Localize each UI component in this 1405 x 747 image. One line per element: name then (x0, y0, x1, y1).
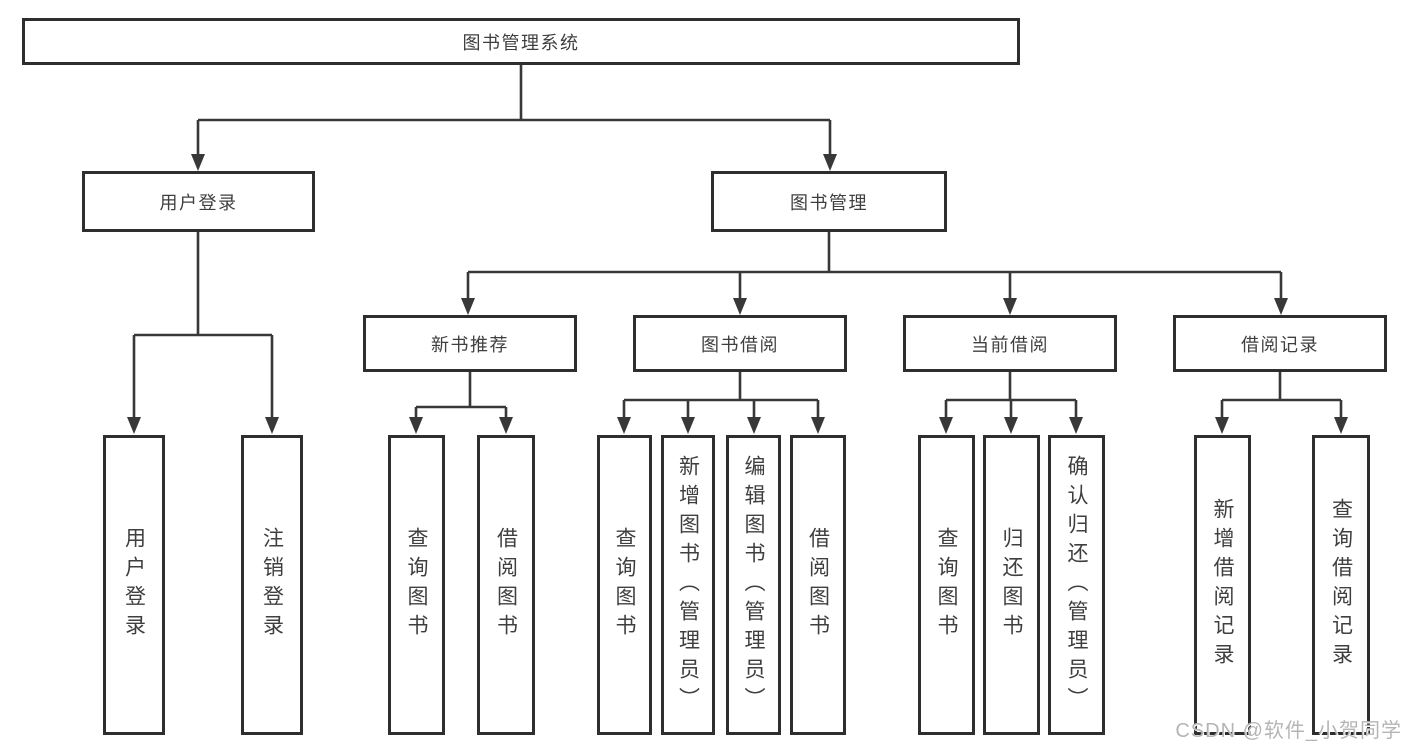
node-book-management: 图书管理 (711, 171, 947, 232)
leaf-add-borrow-record: 新增借阅记录 (1194, 435, 1251, 735)
node-label: 查询图书 (935, 527, 958, 643)
node-label: 编辑图书（管理员） (742, 454, 765, 716)
node-borrowing-records: 借阅记录 (1173, 315, 1387, 372)
node-label: 查询图书 (405, 527, 428, 643)
node-label: 当前借阅 (971, 334, 1049, 355)
leaf-user-login: 用户登录 (103, 435, 165, 735)
node-book-borrowing: 图书借阅 (633, 315, 847, 372)
leaf-logout: 注销登录 (241, 435, 303, 735)
node-label: 归还图书 (1000, 527, 1023, 643)
node-label: 图书管理 (790, 192, 868, 213)
node-label: 用户登录 (122, 527, 146, 643)
leaf-query-books-current: 查询图书 (918, 435, 975, 735)
node-label: 新增借阅记录 (1211, 498, 1234, 672)
csdn-watermark: CSDN @软件_小贺同学 (1175, 720, 1402, 742)
node-library-system: 图书管理系统 (22, 18, 1020, 65)
node-label: 图书借阅 (701, 334, 779, 355)
leaf-query-books-recommend: 查询图书 (388, 435, 445, 735)
leaf-query-books-borrowing: 查询图书 (597, 435, 652, 735)
node-label: 查询借阅记录 (1329, 498, 1353, 672)
node-label: 借阅图书 (806, 527, 830, 643)
leaf-edit-books-admin: 编辑图书（管理员） (726, 435, 781, 735)
node-label: 确认归还（管理员） (1065, 454, 1088, 716)
leaf-confirm-return-admin: 确认归还（管理员） (1048, 435, 1105, 735)
node-label: 新书推荐 (431, 334, 509, 355)
leaf-query-borrow-record: 查询借阅记录 (1312, 435, 1370, 735)
node-label: 新增图书（管理员） (676, 454, 700, 716)
node-label: 用户登录 (159, 192, 238, 213)
leaf-borrow-books-recommend: 借阅图书 (477, 435, 535, 735)
leaf-add-books-admin: 新增图书（管理员） (661, 435, 715, 735)
node-label: 注销登录 (260, 527, 284, 643)
node-current-borrowing: 当前借阅 (903, 315, 1117, 372)
node-label: 查询图书 (613, 527, 636, 643)
node-label: 借阅图书 (494, 527, 518, 643)
node-label: 借阅记录 (1241, 334, 1319, 355)
leaf-borrow-books: 借阅图书 (790, 435, 846, 735)
node-new-book-recommend: 新书推荐 (363, 315, 577, 372)
node-label: 图书管理系统 (462, 32, 580, 53)
leaf-return-books: 归还图书 (983, 435, 1040, 735)
node-user-login-group: 用户登录 (82, 171, 315, 232)
